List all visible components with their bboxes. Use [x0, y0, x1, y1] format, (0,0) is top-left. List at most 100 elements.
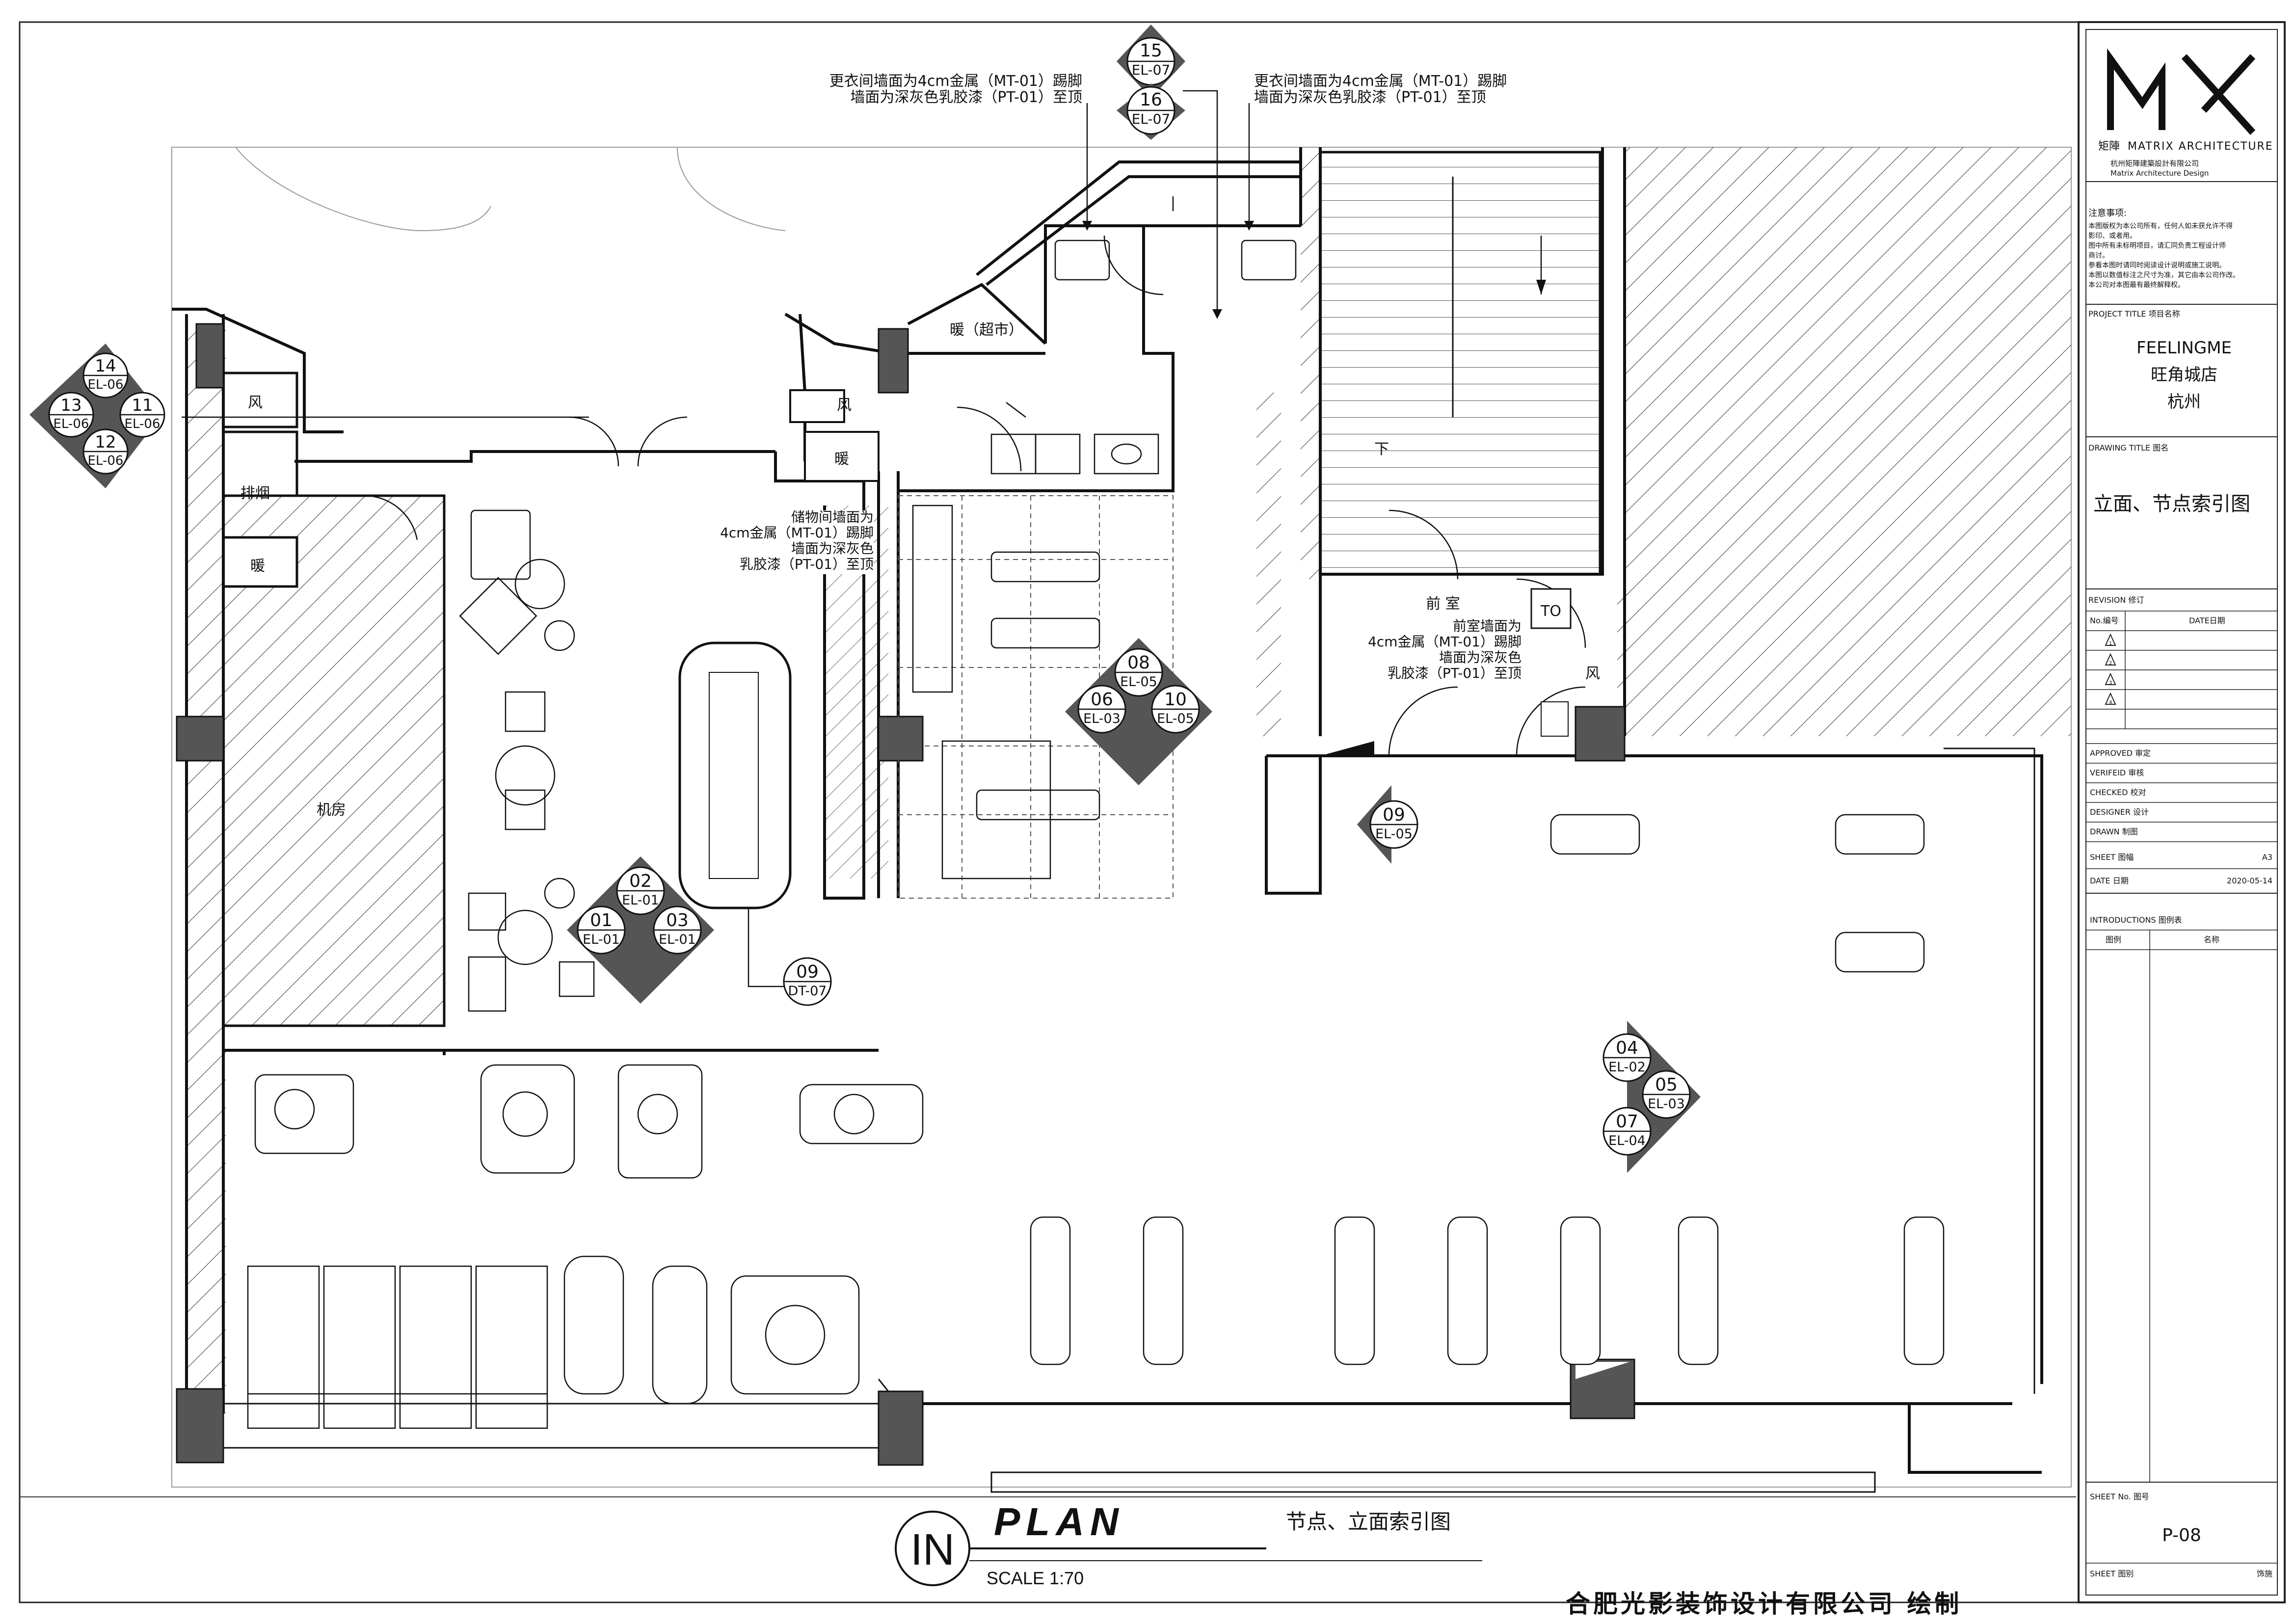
verified-label: VERIFEID 审核: [2090, 768, 2144, 777]
marker-16-num: 16: [1140, 90, 1162, 110]
checked-label: CHECKED 校对: [2090, 788, 2146, 797]
to-box: [1530, 588, 1572, 629]
marker-08-ref: EL-05: [1120, 674, 1157, 690]
equipment-grid: [898, 495, 1174, 899]
marker-03-num: 03: [666, 910, 689, 931]
matrix-logo-icon: [2107, 48, 2256, 135]
plan-title-prefix: IN: [910, 1525, 955, 1574]
curved-facade-left: [235, 147, 491, 232]
index-marker-15-16: [1117, 25, 1185, 140]
marker-15-ref: EL-07: [1132, 62, 1171, 78]
note-changing-left-2: 墙面为深灰色乳胶漆（PT-01）至顶: [850, 89, 1082, 106]
sheet-type: 饰施: [2257, 1569, 2272, 1578]
treadmills: [247, 1265, 548, 1429]
angled-walls: [172, 160, 1301, 461]
marker-03-ref: EL-01: [659, 932, 696, 947]
marker-08-num: 08: [1127, 653, 1150, 673]
reception-counter: [678, 641, 792, 909]
weight-benches: [912, 505, 1100, 879]
note-front-room-2: 4cm金属（MT-01）踢脚: [1368, 634, 1522, 650]
marker-04-ref: EL-02: [1608, 1060, 1646, 1075]
room-exhaust: 排烟: [240, 485, 270, 502]
plan-boundary: [171, 147, 2072, 1488]
revision-no-header: No.编号: [2090, 616, 2119, 625]
heating-2-box: [804, 431, 880, 482]
plan-subtitle: 节点、立面索引图: [1286, 1510, 1451, 1534]
note-front-room-3: 墙面为深灰色: [1439, 649, 1522, 666]
date-label: DATE 日期: [2090, 876, 2129, 885]
stair-down-label: 下: [1374, 441, 1389, 458]
marker-01-ref: EL-01: [583, 932, 620, 947]
marker-07-ref: EL-04: [1608, 1133, 1646, 1148]
marker-06-num: 06: [1091, 690, 1113, 710]
note-changing-right-1: 更衣间墙面为4cm金属（MT-01）踢脚: [1254, 73, 1507, 90]
fire-box: [1541, 701, 1569, 737]
index-marker-04-07: [1602, 1021, 1701, 1173]
revision-mark-2: 2: [2109, 661, 2112, 666]
index-marker-06-10: [1065, 638, 1212, 785]
marker-13-ref: EL-06: [53, 417, 89, 431]
marker-02-num: 02: [629, 871, 652, 891]
intro-label: INTRODUCTIONS 图例表: [2090, 915, 2182, 925]
marker-09a-num: 09: [1383, 805, 1405, 825]
note-line: 图中所有未标明项目，请汇同负责工程设计师: [2088, 242, 2226, 250]
note-storage-1: 储物间墙面为: [791, 509, 874, 525]
marker-02-ref: EL-01: [622, 893, 659, 908]
room-wind-3: 风: [1585, 665, 1600, 682]
drawing-title-label: DRAWING TITLE 图名: [2088, 443, 2168, 453]
index-marker-09-el05: [1357, 785, 1418, 864]
date-value: 2020-05-14: [2227, 876, 2272, 885]
marker-05-num: 05: [1655, 1075, 1678, 1095]
right-upper-hatch: [1625, 147, 2071, 736]
drawn-label: DRAWN 制图: [2090, 827, 2138, 836]
revision-label: REVISION 修订: [2088, 595, 2144, 605]
sheet-no-label: SHEET No. 图号: [2090, 1492, 2149, 1501]
note-line: 参看本图时请同时阅读设计说明或施工说明。: [2088, 261, 2226, 269]
credit-text: 合肥光影装饰设计有限公司 绘制: [1566, 1590, 1962, 1618]
leader-arrows: [1082, 221, 1254, 319]
room-heating-2: 暖: [834, 451, 849, 468]
marker-01-num: 01: [590, 910, 613, 931]
project-title-label: PROJECT TITLE 项目名称: [2088, 309, 2180, 319]
designer-label: DESIGNER 设计: [2090, 807, 2149, 817]
note-changing-left-1: 更衣间墙面为4cm金属（MT-01）踢脚: [829, 73, 1082, 90]
left-wall-hatch: [187, 329, 226, 1413]
legend-col-2: 名称: [2204, 935, 2219, 944]
index-marker-11-14: [29, 344, 165, 488]
marker-11-num: 11: [132, 396, 153, 415]
revision-date-header: DATE日期: [2189, 616, 2225, 625]
notes-title: 注意事项:: [2088, 208, 2127, 218]
room-front-room: 前 室: [1426, 595, 1460, 612]
project-line-2: 旺角城店: [2151, 365, 2217, 385]
marker-11-ref: EL-06: [125, 417, 160, 431]
inner-walls: [223, 747, 2035, 1493]
marker-04-num: 04: [1616, 1038, 1638, 1058]
exhaust-shaft: [222, 430, 298, 497]
room-wind-1: 风: [248, 394, 263, 411]
plan-title: IN PLAN 节点、立面索引图 SCALE 1:70: [895, 1500, 1482, 1588]
company-full-cn: 杭州矩陣建築設計有限公司: [2110, 159, 2199, 168]
note-storage-4: 乳胶漆（PT-01）至顶: [740, 556, 874, 572]
title-block: 矩陣 MATRIX ARCHITECTURE 杭州矩陣建築設計有限公司 Matr…: [2078, 21, 2286, 1603]
company-name-en: MATRIX ARCHITECTURE: [2128, 140, 2273, 153]
stair-arrow-icon: [1536, 236, 1546, 294]
legend-col-1: 图例: [2106, 935, 2121, 944]
note-front-room-1: 前室墙面为: [1453, 618, 1522, 634]
note-line: 商讨。: [2088, 252, 2109, 260]
wind-2-box: [789, 389, 845, 423]
plan-title-text: PLAN: [994, 1500, 1124, 1544]
revision-mark-4: 4: [2109, 700, 2112, 705]
marker-06-ref: EL-03: [1083, 711, 1121, 726]
index-marker-09-dt07: [783, 957, 832, 1006]
note-line: 本图以数值标注之尺寸为准，其它由本公司作改。: [2088, 271, 2240, 279]
marker-09b-ref: DT-07: [788, 984, 827, 999]
room-to: TO: [1540, 603, 1561, 620]
door-wedge: [1320, 741, 1374, 756]
marker-10-num: 10: [1164, 690, 1187, 710]
marker-05-ref: EL-03: [1648, 1096, 1685, 1112]
note-line: 本图版权为本公司所有，任何人如未获允许不得: [2088, 222, 2233, 230]
revision-mark-1: 1: [2109, 641, 2112, 646]
wind-shaft: [222, 372, 298, 428]
index-marker-01-03: [567, 856, 714, 1004]
